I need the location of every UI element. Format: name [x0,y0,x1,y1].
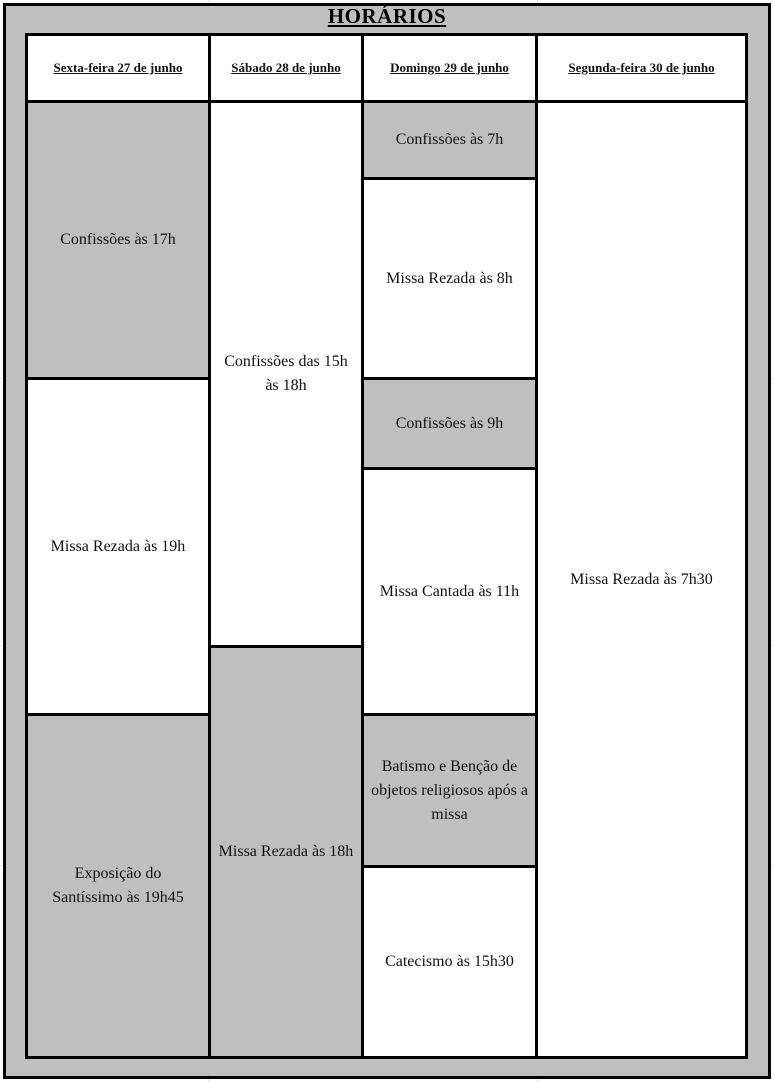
sunday-confessions-7h: Confissões às 7h [361,100,538,180]
header-monday: Segunda-feira 30 de junho [535,33,748,103]
sunday-mass-11h: Missa Cantada às 11h [361,467,538,716]
sunday-baptism: Batismo e Benção de objetos religiosos a… [361,713,538,868]
monday-mass: Missa Rezada às 7h30 [535,100,748,1059]
header-sunday: Domingo 29 de junho [361,33,538,103]
sunday-confessions-9h: Confissões às 9h [361,377,538,470]
sunday-mass-8h: Missa Rezada às 8h [361,177,538,380]
header-saturday: Sábado 28 de junho [208,33,364,103]
header-friday: Sexta-feira 27 de junho [25,33,211,103]
saturday-confessions: Confissões das 15h às 18h [208,100,364,648]
friday-mass: Missa Rezada às 19h [25,377,211,716]
saturday-mass: Missa Rezada às 18h [208,645,364,1059]
sunday-catechism: Catecismo às 15h30 [361,865,538,1059]
friday-exposition: Exposição do Santíssimo às 19h45 [25,713,211,1059]
friday-confessions: Confissões às 17h [25,100,211,380]
page-title: HORÁRIOS [327,4,447,28]
